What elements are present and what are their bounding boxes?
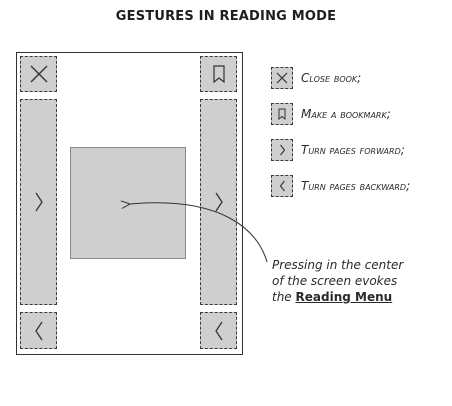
legend-item-forward: Turn pages forward;: [271, 139, 405, 161]
bookmark-icon: [278, 108, 286, 120]
reading-menu-link: Reading Menu: [295, 290, 393, 304]
legend-label: Close book;: [301, 71, 362, 85]
legend-item-close-book: Close book;: [271, 67, 361, 89]
chevron-right-icon: [34, 192, 43, 212]
annotation-line-2: of the screen evokes: [272, 274, 398, 288]
chevron-right-icon: [279, 144, 285, 156]
close-x-icon: [276, 72, 288, 84]
center-annotation: Pressing in the center of the screen evo…: [272, 257, 447, 305]
zone-page-backward-left: [20, 312, 57, 349]
zone-page-forward-left: [20, 99, 57, 305]
bookmark-icon: [212, 65, 225, 83]
chevron-left-icon: [279, 180, 285, 192]
zone-page-backward-right: [200, 312, 237, 349]
legend-swatch: [271, 139, 293, 161]
legend-label: Turn pages backward;: [301, 179, 411, 193]
diagram-title: GESTURES IN READING MODE: [115, 9, 337, 24]
zone-page-forward-right: [200, 99, 237, 305]
legend-swatch: [271, 67, 293, 89]
zone-close-book: [20, 56, 57, 92]
legend-label: Make a bookmark;: [301, 107, 391, 121]
annotation-line-1: Pressing in the center: [272, 258, 404, 272]
legend-swatch: [271, 103, 293, 125]
chevron-left-icon: [34, 321, 43, 340]
close-x-icon: [30, 65, 47, 83]
legend-swatch: [271, 175, 293, 197]
zone-make-bookmark: [200, 56, 237, 92]
legend-item-bookmark: Make a bookmark;: [271, 103, 391, 125]
legend-label: Turn pages forward;: [301, 143, 405, 157]
annotation-line-3: the Reading Menu: [272, 289, 447, 305]
chevron-left-icon: [214, 321, 223, 340]
annotation-prefix: the: [272, 290, 296, 304]
legend-item-backward: Turn pages backward;: [271, 175, 410, 197]
chevron-right-icon: [214, 192, 223, 212]
